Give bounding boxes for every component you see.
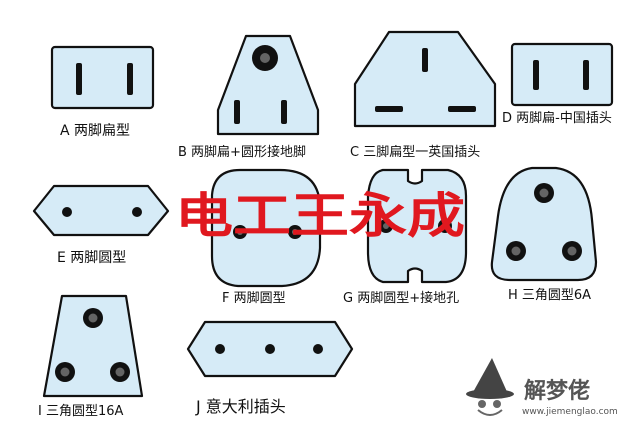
overlay-title: 电工王永成 — [175, 188, 465, 244]
plug-a: A 两脚扁型 — [50, 45, 155, 139]
plug-g-label: G 两脚圆型+接地孔 — [343, 290, 459, 306]
plug-c: C 三脚扁型一英国插头 — [350, 30, 497, 160]
wizard-hat-icon — [466, 358, 514, 416]
plug-a-label: A 两脚扁型 — [60, 123, 130, 139]
plug-j-label: J 意大利插头 — [195, 397, 286, 416]
plug-j: J 意大利插头 — [186, 320, 354, 416]
plug-h: H 三角圆型6A — [490, 166, 598, 303]
watermark: 解梦佬 www.jiemenglao.com — [466, 358, 618, 417]
plug-f: F 两脚圆型 — [210, 168, 322, 306]
watermark-url: www.jiemenglao.com — [522, 407, 618, 417]
plug-b-label: B 两脚扁+圆形接地脚 — [178, 144, 306, 160]
plug-h-label: H 三角圆型6A — [508, 288, 591, 303]
plug-g: G 两脚圆型+接地孔 — [343, 168, 468, 306]
plug-i: I 三角圆型16A — [38, 294, 144, 419]
plug-c-label: C 三脚扁型一英国插头 — [350, 144, 480, 160]
plug-d-label: D 两脚扁-中国插头 — [502, 110, 612, 126]
plug-e: E 两脚圆型 — [32, 184, 170, 266]
plug-i-label: I 三角圆型16A — [38, 404, 124, 419]
plug-b: B 两脚扁+圆形接地脚 — [178, 34, 320, 160]
watermark-brand: 解梦佬 — [524, 378, 590, 404]
plug-f-label: F 两脚圆型 — [222, 290, 286, 306]
plug-e-label: E 两脚圆型 — [57, 250, 126, 266]
plug-d: D 两脚扁-中国插头 — [502, 42, 614, 126]
